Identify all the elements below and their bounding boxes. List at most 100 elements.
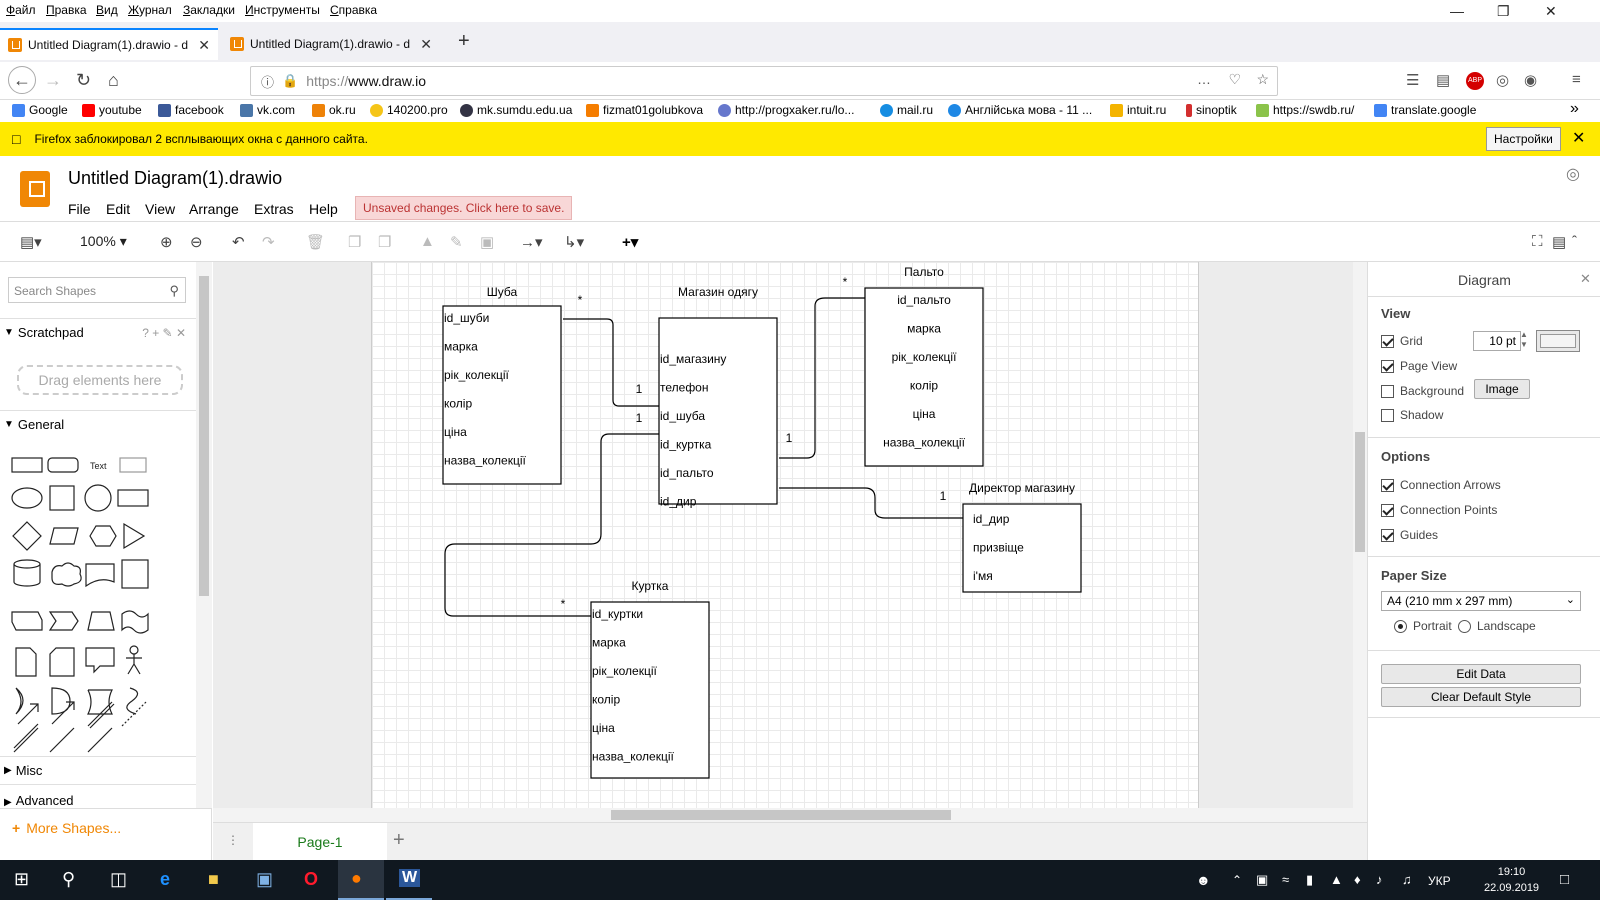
bookmark-sinoptik[interactable]: sinoptik [1186, 103, 1237, 117]
entity-box[interactable] [864, 287, 984, 467]
relation-connector[interactable] [563, 318, 659, 407]
security-icon[interactable]: ♦ [1354, 872, 1361, 887]
collapse-icon[interactable]: ˆ [1572, 233, 1577, 250]
forward-icon[interactable]: → [44, 70, 62, 90]
connection-style-icon[interactable]: →▾ [520, 234, 543, 251]
bookmark-ok[interactable]: ok.ru [312, 103, 356, 117]
connection-points-option[interactable]: Connection Points [1381, 503, 1497, 517]
landscape-radio[interactable] [1458, 619, 1471, 633]
undo-icon[interactable]: ↶ [232, 234, 245, 251]
page-tab-page-1[interactable]: Page-1 [253, 823, 387, 861]
format-panel-toggle-icon[interactable]: ▤▾ [20, 234, 42, 251]
extension-globe-icon[interactable]: ◎ [1496, 72, 1510, 89]
menu-history[interactable]: Журнал [128, 3, 172, 17]
app-menu-file[interactable]: File [68, 201, 91, 217]
page-menu-icon[interactable]: ⋮ [227, 833, 239, 847]
show-hidden-icons-icon[interactable]: ⌃ [1232, 873, 1243, 887]
control-panel-icon[interactable]: ▣ [256, 869, 274, 889]
format-panel-icon[interactable]: ▤ [1552, 234, 1567, 251]
action-center-icon[interactable]: □ [1560, 871, 1570, 888]
edge-icon[interactable]: e [160, 869, 171, 889]
app-menu-view[interactable]: View [145, 201, 176, 217]
misc-section[interactable]: ▶ Misc [0, 756, 196, 784]
library-icon[interactable]: ☰ [1406, 72, 1420, 89]
search-shapes-input[interactable]: Search Shapes ⚲ [8, 277, 186, 303]
back-icon[interactable]: ← [8, 66, 36, 94]
scratchpad-actions-icon[interactable]: ? + ✎ ✕ [142, 325, 186, 340]
file-explorer-icon[interactable]: ■ [208, 869, 219, 889]
menu-help[interactable]: Справка [330, 3, 378, 17]
background-image-button[interactable]: Image [1474, 379, 1530, 399]
page-view-checkbox[interactable] [1381, 359, 1394, 373]
relation-connector[interactable] [444, 433, 659, 617]
page-view-option[interactable]: Page View [1381, 359, 1457, 373]
home-icon[interactable]: ⌂ [108, 70, 119, 90]
task-view-icon[interactable]: ◫ [110, 869, 128, 889]
pocket-icon[interactable]: ♡ [1228, 71, 1241, 87]
app-menu-help[interactable]: Help [309, 201, 338, 217]
connection-arrows-option[interactable]: Connection Arrows [1381, 478, 1501, 492]
windows-start-icon[interactable]: ⊞ [14, 869, 30, 889]
menu-tools[interactable]: Инструменты [245, 3, 320, 17]
document-title[interactable]: Untitled Diagram(1).drawio [68, 168, 283, 188]
canvas-vertical-scrollbar[interactable] [1353, 262, 1367, 808]
bookmark-intuit[interactable]: intuit.ru [1110, 103, 1166, 117]
volume-icon[interactable]: ♫ [1402, 872, 1412, 887]
language-globe-icon[interactable]: ◎ [1566, 166, 1580, 183]
portrait-radio[interactable] [1394, 619, 1407, 633]
insert-icon[interactable]: +▾ [622, 234, 639, 251]
relation-connector[interactable] [779, 297, 865, 459]
notification-settings-button[interactable]: Настройки [1486, 127, 1561, 151]
bookmark-140200[interactable]: 140200.pro [370, 103, 448, 117]
new-tab-icon[interactable]: + [458, 30, 470, 52]
general-section[interactable]: ▼ General [0, 410, 196, 438]
landscape-option[interactable]: Landscape [1458, 619, 1536, 633]
clear-default-style-button[interactable]: Clear Default Style [1381, 687, 1581, 707]
relation-connector[interactable] [779, 487, 963, 519]
bookmark-swdb[interactable]: https://swdb.ru/ [1256, 103, 1354, 117]
app-menu-arrange[interactable]: Arrange [189, 201, 239, 217]
grid-checkbox[interactable] [1381, 334, 1394, 348]
connection-arrows-checkbox[interactable] [1381, 478, 1394, 492]
bookmark-mailru[interactable]: mail.ru [880, 103, 933, 117]
menu-file[interactable]: Файл [6, 3, 36, 17]
format-panel-close-icon[interactable]: ✕ [1580, 271, 1591, 286]
tray-notify-icon[interactable]: ▲ [1330, 872, 1343, 887]
tray-app-icon[interactable]: ▣ [1256, 872, 1269, 887]
bookmark-youtube[interactable]: youtube [82, 103, 142, 117]
reload-icon[interactable]: ↻ [76, 70, 92, 90]
notification-close-icon[interactable]: ✕ [1572, 130, 1586, 147]
word-taskbar-button[interactable]: W [386, 860, 432, 900]
hamburger-menu-icon[interactable]: ≡ [1572, 71, 1581, 88]
close-window-icon[interactable]: ✕ [1545, 3, 1557, 19]
waypoints-icon[interactable]: ↳▾ [564, 234, 585, 251]
background-checkbox[interactable] [1381, 384, 1394, 398]
search-icon[interactable]: ⚲ [169, 283, 179, 298]
tab-close-icon[interactable]: ✕ [198, 36, 210, 53]
entity-box[interactable] [962, 503, 1082, 593]
shadow-option[interactable]: Shadow [1381, 408, 1443, 422]
network-icon[interactable]: ≈ [1282, 872, 1290, 887]
add-page-icon[interactable]: + [393, 829, 405, 851]
menu-view[interactable]: Вид [96, 3, 118, 17]
scratchpad-drop-zone[interactable]: Drag elements here [17, 365, 183, 395]
advanced-section[interactable]: ▶ Advanced [0, 784, 196, 808]
entity-box[interactable] [442, 305, 562, 485]
guides-checkbox[interactable] [1381, 528, 1394, 542]
canvas-horizontal-scrollbar[interactable] [213, 808, 1367, 822]
tab-close-icon[interactable]: ✕ [420, 35, 432, 52]
shapes-scrollbar[interactable] [196, 262, 212, 808]
grid-option[interactable]: Grid [1381, 334, 1423, 348]
scratchpad-section[interactable]: ▼ Scratchpad ? + ✎ ✕ [0, 318, 196, 346]
adblock-icon[interactable]: ABP [1466, 72, 1484, 90]
portrait-option[interactable]: Portrait [1394, 619, 1452, 633]
maximize-icon[interactable]: ❐ [1497, 3, 1510, 19]
bookmark-progxaker[interactable]: http://progxaker.ru/lo... [718, 103, 854, 117]
entity-box[interactable] [658, 317, 778, 505]
language-indicator[interactable]: УКР [1428, 874, 1451, 888]
zoom-select[interactable]: 100% ▾ [80, 233, 127, 249]
bookmark-vk[interactable]: vk.com [240, 103, 295, 117]
fullscreen-icon[interactable]: ⛶ [1532, 233, 1543, 250]
sidebar-icon[interactable]: ▤ [1436, 72, 1451, 89]
